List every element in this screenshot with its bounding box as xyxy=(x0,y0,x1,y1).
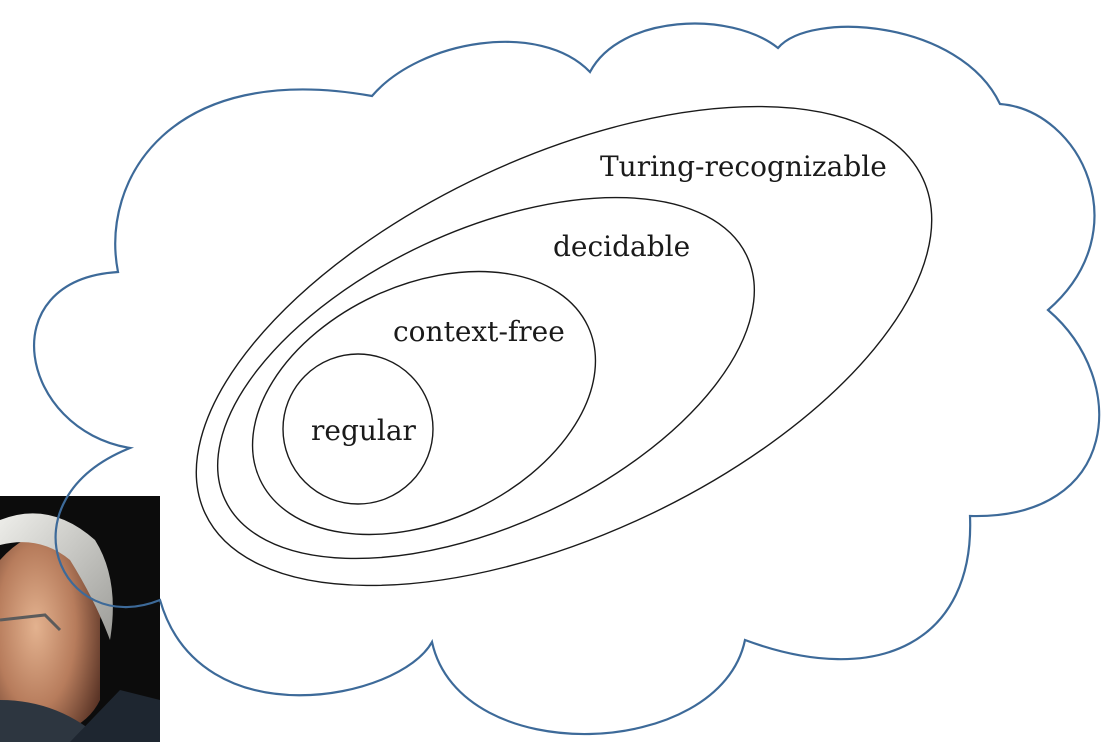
context-free-set xyxy=(251,270,597,536)
regular-set xyxy=(282,353,434,505)
turing-recognizable-set xyxy=(195,105,933,587)
label-regular: regular xyxy=(311,414,417,447)
decidable-set xyxy=(216,196,756,560)
label-decidable: decidable xyxy=(553,230,690,263)
label-context-free: context-free xyxy=(393,315,565,348)
thought-cloud xyxy=(32,22,1101,736)
nested-sets xyxy=(195,105,933,587)
portrait-photo xyxy=(0,496,160,742)
label-turing-recognizable: Turing-recognizable xyxy=(600,150,887,183)
